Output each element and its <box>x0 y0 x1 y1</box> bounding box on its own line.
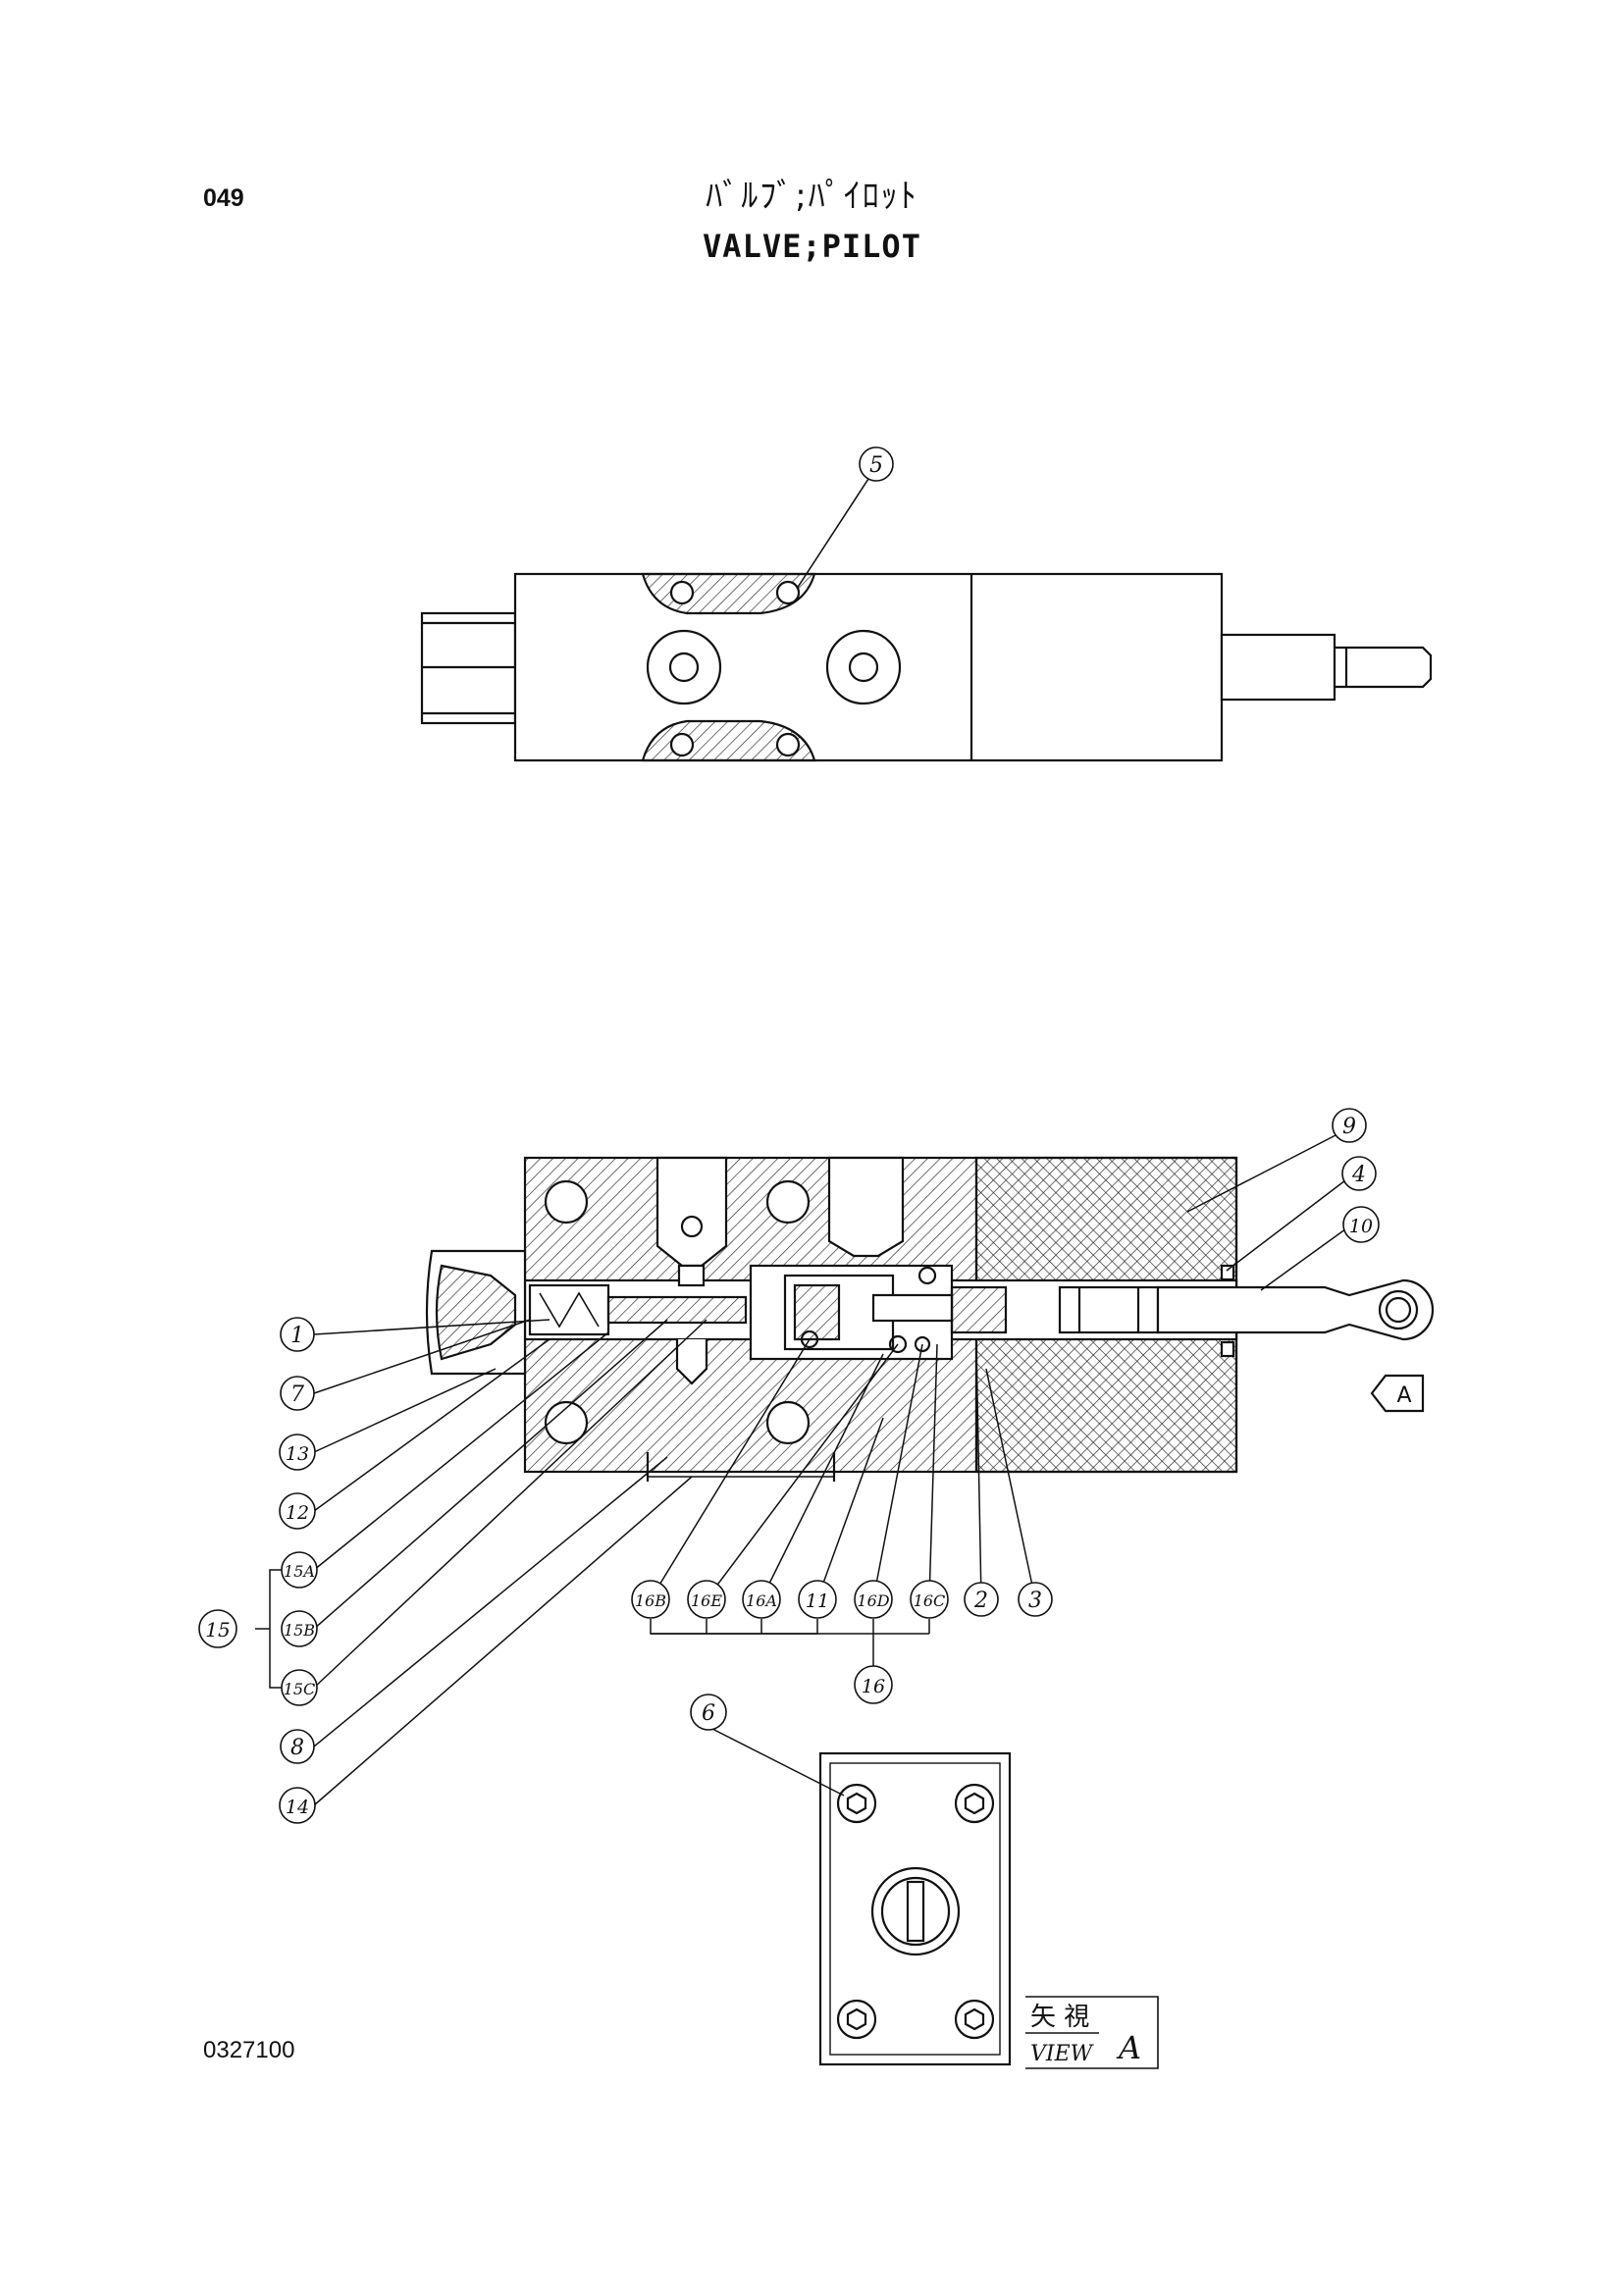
section-view <box>425 1156 1435 1482</box>
callout-7: 7 <box>280 1376 315 1411</box>
svg-text:7: 7 <box>290 1382 304 1407</box>
callout-5: 5 <box>859 446 894 482</box>
callout-13: 13 <box>279 1434 316 1471</box>
svg-text:6: 6 <box>702 1701 715 1726</box>
svg-text:15A: 15A <box>284 1562 315 1581</box>
callout-16A: 16A <box>742 1580 781 1619</box>
svg-text:10: 10 <box>1349 1216 1373 1237</box>
svg-text:1: 1 <box>290 1324 304 1348</box>
svg-text:13: 13 <box>286 1443 309 1465</box>
svg-text:11: 11 <box>806 1590 829 1612</box>
callout-16B: 16B <box>631 1580 670 1619</box>
svg-text:15: 15 <box>205 1618 230 1642</box>
callout-15B: 15B <box>281 1610 318 1647</box>
svg-text:2: 2 <box>973 1589 988 1613</box>
callout-11: 11 <box>798 1580 837 1619</box>
view-label-letter: A <box>1116 2029 1141 2066</box>
callout-16: 16 <box>854 1665 893 1704</box>
svg-text:16A: 16A <box>746 1591 777 1610</box>
callout-12: 12 <box>279 1492 316 1530</box>
callout-8: 8 <box>280 1729 315 1764</box>
svg-text:16: 16 <box>862 1676 885 1697</box>
title-english: VALVE;PILOT <box>703 228 921 265</box>
svg-text:12: 12 <box>286 1502 309 1524</box>
callout-16C: 16C <box>910 1580 949 1619</box>
view-arrow <box>1370 1374 1425 1413</box>
title-japanese: ﾊﾞﾙﾌﾞ;ﾊﾟｲﾛｯﾄ <box>706 177 918 216</box>
svg-text:16B: 16B <box>635 1591 666 1610</box>
callout-4: 4 <box>1341 1156 1377 1191</box>
callout-3: 3 <box>1018 1582 1053 1617</box>
view-a-plate <box>818 1751 1012 2066</box>
svg-text:16C: 16C <box>914 1591 946 1610</box>
view-label-view: VIEW <box>1030 2042 1095 2066</box>
svg-text:9: 9 <box>1342 1115 1356 1139</box>
svg-text:16D: 16D <box>857 1591 889 1610</box>
leader-lines <box>255 1132 1350 1806</box>
svg-text:14: 14 <box>286 1797 309 1818</box>
svg-text:3: 3 <box>1028 1589 1042 1613</box>
top-view <box>420 478 1433 762</box>
svg-text:4: 4 <box>1351 1163 1366 1187</box>
callout-14: 14 <box>279 1787 316 1824</box>
view-a-label: 矢 視 VIEW A <box>1030 2003 1141 2066</box>
callout-15C: 15C <box>281 1669 318 1706</box>
callout-16D: 16D <box>854 1580 893 1619</box>
callout-16E: 16E <box>687 1580 726 1619</box>
svg-text:8: 8 <box>290 1736 304 1760</box>
callout-6: 6 <box>690 1694 727 1731</box>
callout-10: 10 <box>1342 1206 1380 1243</box>
svg-text:15B: 15B <box>284 1621 315 1640</box>
callout-2: 2 <box>964 1582 999 1617</box>
svg-text:5: 5 <box>869 453 883 478</box>
callout-9: 9 <box>1332 1108 1367 1143</box>
callout-1: 1 <box>280 1317 315 1352</box>
arrow-label: A <box>1396 1383 1411 1408</box>
svg-text:16E: 16E <box>691 1591 722 1610</box>
page-number: 049 <box>203 184 244 212</box>
view-label-kanji: 矢 視 <box>1030 2003 1089 2032</box>
svg-text:15C: 15C <box>284 1680 316 1698</box>
drawing-number: 0327100 <box>203 2037 295 2063</box>
callout-15A: 15A <box>281 1551 318 1589</box>
callout-15: 15 <box>198 1609 237 1648</box>
